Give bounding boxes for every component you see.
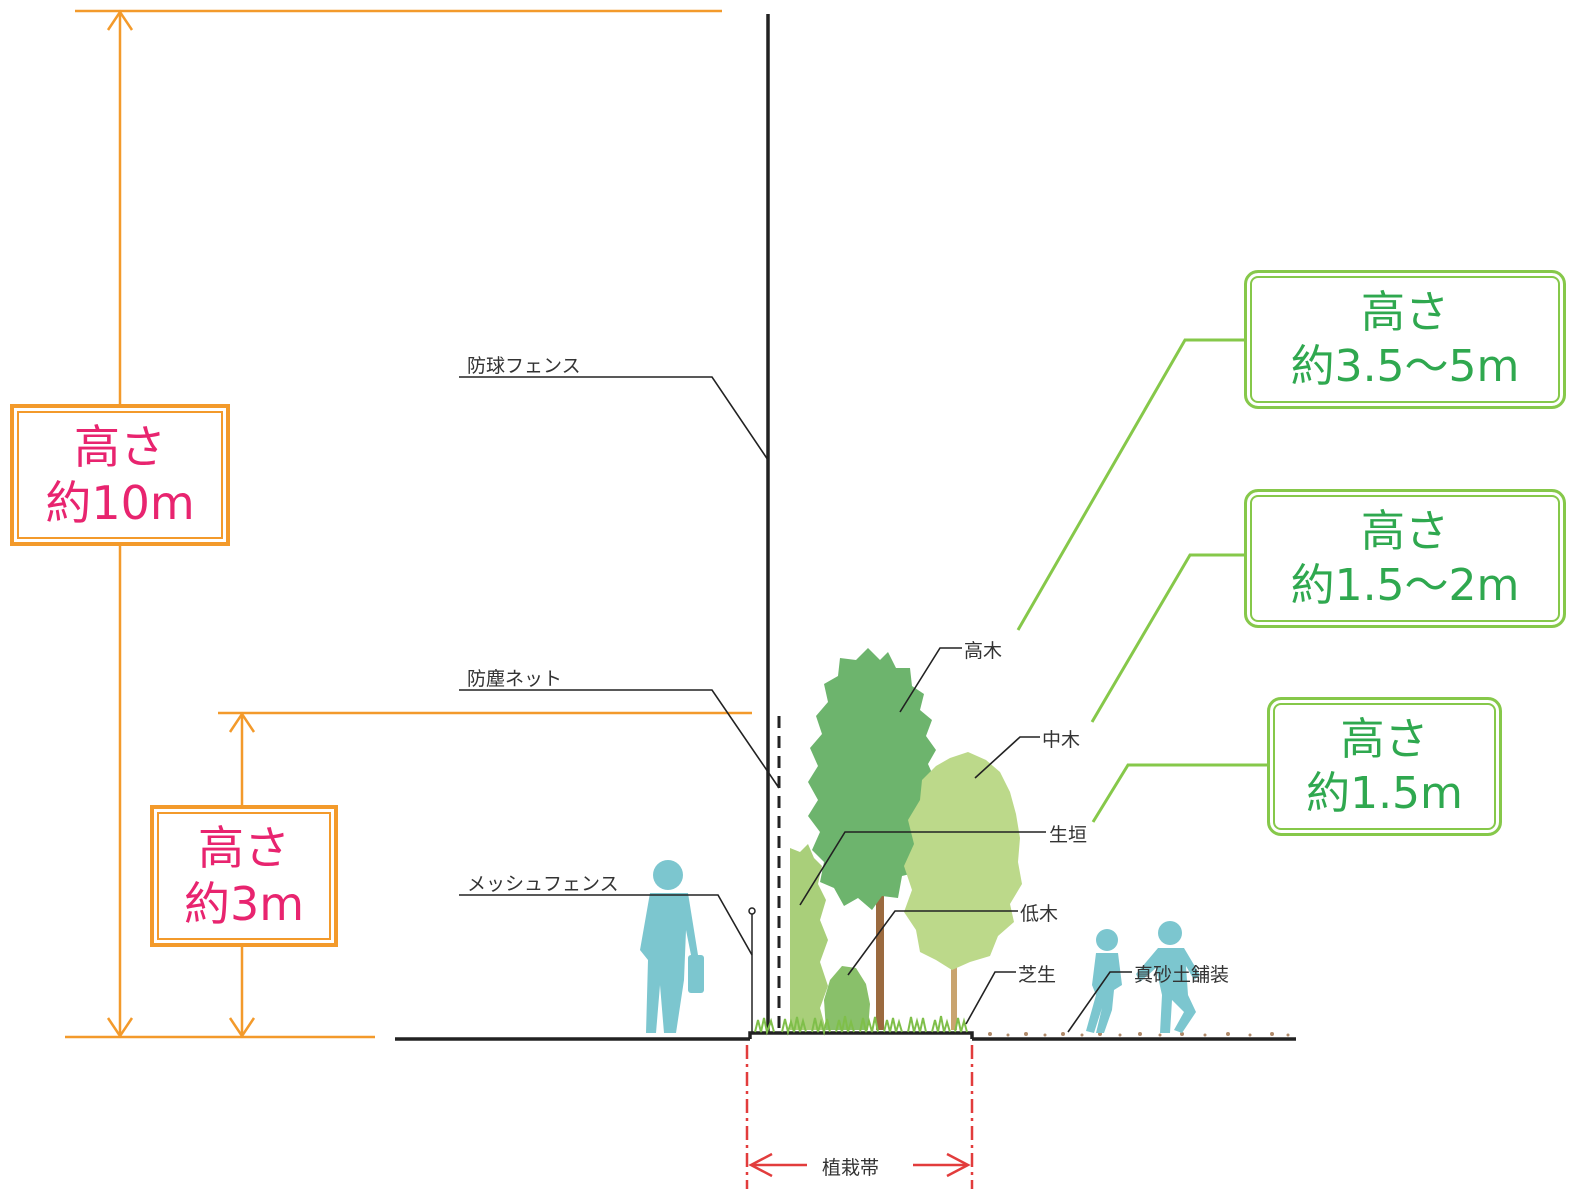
callout-tall-value: 約3.5〜5m xyxy=(1290,340,1520,392)
label-lawn: 芝生 xyxy=(1018,964,1057,986)
paving-texture xyxy=(988,1032,1290,1037)
callout-mid-title: 高さ xyxy=(1361,505,1449,557)
label-ball-fence: 防球フェンス xyxy=(467,355,581,377)
label-paving: 真砂土舗装 xyxy=(1134,964,1230,986)
child-walking-icon xyxy=(1086,929,1122,1033)
label-mid-tree: 中木 xyxy=(1042,729,1081,751)
callout-tall-title: 高さ xyxy=(1361,286,1449,338)
dimension-total-title: 高さ xyxy=(74,419,166,474)
label-dust-net: 防塵ネット xyxy=(467,668,563,690)
dimension-box-dust: 高さ 約3m xyxy=(150,805,338,947)
tall-tree-illustration xyxy=(808,648,936,1030)
child-running-icon xyxy=(1136,921,1200,1033)
person-walking-icon xyxy=(640,860,704,1033)
label-leaders xyxy=(459,376,1132,1033)
dimension-box-total: 高さ 約10m xyxy=(10,404,230,546)
lawn-illustration xyxy=(754,1015,968,1036)
planting-band-dimension xyxy=(745,1045,974,1189)
mid-tree-illustration xyxy=(904,752,1022,1030)
mesh-fence xyxy=(748,907,756,1034)
label-planting-band: 植栽帯 xyxy=(816,1153,886,1180)
label-mesh-fence: メッシュフェンス xyxy=(467,873,619,895)
label-shrub: 低木 xyxy=(1020,903,1059,925)
callout-mid-value: 約1.5〜2m xyxy=(1290,559,1520,611)
label-tall-tree: 高木 xyxy=(964,640,1003,662)
label-hedge: 生垣 xyxy=(1049,824,1088,846)
dimension-dust-value: 約3m xyxy=(183,877,305,931)
callout-leaders xyxy=(1016,338,1268,823)
callout-box-tall-tree: 高さ 約3.5〜5m xyxy=(1244,270,1566,409)
dimension-dust-title: 高さ xyxy=(198,820,290,875)
callout-box-hedge: 高さ 約1.5m xyxy=(1267,697,1502,836)
ground xyxy=(395,1031,1296,1041)
shrub-illustration xyxy=(824,966,870,1030)
callout-hedge-title: 高さ xyxy=(1340,713,1429,765)
hedge-illustration xyxy=(790,844,828,1030)
callout-hedge-value: 約1.5m xyxy=(1306,767,1463,819)
dimension-total-value: 約10m xyxy=(45,476,195,530)
callout-box-mid-tree: 高さ 約1.5〜2m xyxy=(1244,489,1566,628)
